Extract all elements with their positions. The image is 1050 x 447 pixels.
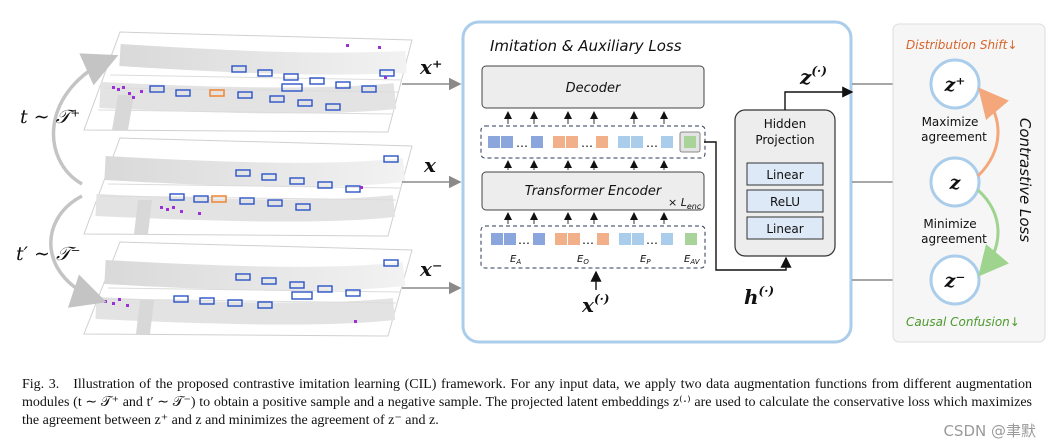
- scene-original: [83, 137, 413, 237]
- z-pos-node: [929, 58, 981, 110]
- watermark: CSDN @聿默: [943, 422, 1036, 440]
- minimize-label-2: agreement: [921, 232, 987, 246]
- scene-positive: [83, 31, 413, 133]
- z-pos-text: z⁺: [944, 74, 966, 96]
- encoder-layers-label: × Lenc: [668, 196, 702, 211]
- dots-1: …: [516, 136, 528, 150]
- hidden-label: h(·): [744, 284, 774, 309]
- dots-3: …: [646, 136, 658, 150]
- minimize-label-1: Minimize: [923, 217, 976, 231]
- aug-arc-negative: [49, 194, 107, 308]
- av-to-projection-line: [704, 141, 792, 271]
- embed-label-a: EA: [510, 254, 521, 266]
- projection-layer-linear-1: [746, 162, 824, 186]
- maximize-label-2: agreement: [921, 130, 987, 144]
- encoder-block: [481, 171, 705, 211]
- z-neg-text: z⁻: [944, 270, 966, 292]
- projection-layer-label-1: Linear: [766, 168, 803, 182]
- z-text: z: [949, 172, 962, 194]
- output-token-row: [488, 131, 701, 153]
- dots-6: …: [646, 233, 658, 247]
- embed-label-av: EAV: [684, 254, 701, 266]
- dots-2: …: [581, 136, 593, 150]
- scene-negative: [83, 241, 413, 337]
- label-xpos: x⁺: [419, 55, 442, 79]
- dots-5: …: [582, 233, 594, 247]
- caption-label: Fig. 3.: [22, 377, 60, 392]
- figure-caption: Fig. 3.Illustration of the proposed cont…: [22, 376, 1032, 430]
- decoder-block: [481, 65, 705, 109]
- token-arrows-top: [504, 111, 668, 124]
- token-arrows-mid: [504, 160, 668, 170]
- label-x: x: [423, 153, 437, 177]
- z-label: z(·): [799, 64, 827, 89]
- projection-title-1: Hidden: [764, 117, 807, 131]
- input-token-row: [491, 233, 697, 245]
- projection-layer-linear-2: [746, 216, 824, 240]
- maximize-arrow: [976, 87, 1009, 178]
- dots-4: …: [518, 233, 530, 247]
- distribution-shift-label: Distribution Shift↓: [906, 38, 1017, 52]
- contrastive-loss-label: Contrastive Loss: [1016, 118, 1034, 242]
- projection-layer-label-3: Linear: [766, 222, 803, 236]
- z-neg-node: [929, 254, 981, 306]
- embed-label-o: EO: [577, 254, 589, 266]
- z-node: [929, 156, 981, 208]
- label-xneg: x⁻: [419, 257, 442, 281]
- causal-confusion-label: Causal Confusion↓: [906, 315, 1020, 329]
- encoder-label: Transformer Encoder: [525, 184, 663, 199]
- token-arrows-bottom: [504, 212, 668, 224]
- maximize-label-1: Maximize: [922, 115, 979, 129]
- input-label: x(·): [581, 292, 609, 317]
- projection-title-2: Projection: [755, 133, 814, 147]
- projection-output-line: [784, 86, 854, 110]
- aug-pos-label: t ∼ 𝒯⁺: [20, 106, 80, 128]
- projection-layer-label-2: ReLU: [770, 195, 800, 209]
- minimize-arrow: [976, 188, 1009, 277]
- loss-title: Imitation & Auxiliary Loss: [490, 37, 682, 55]
- aug-neg-label: t′ ∼ 𝒯⁻: [16, 243, 81, 265]
- projection-layer-relu: [746, 189, 824, 213]
- aug-arc-positive: [51, 53, 119, 186]
- caption-text: Illustration of the proposed contrastive…: [22, 377, 1032, 428]
- embed-label-p: EP: [640, 254, 651, 266]
- decoder-label: Decoder: [566, 81, 622, 96]
